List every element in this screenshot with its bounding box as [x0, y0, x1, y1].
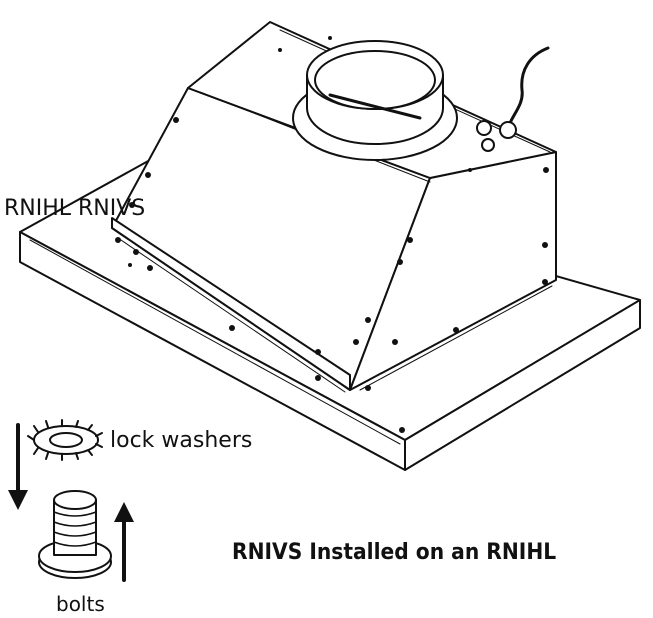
- arrow-down-icon: [8, 423, 28, 510]
- bolt-icon: [38, 490, 112, 579]
- lock-washer-icon: [27, 419, 103, 461]
- power-cord: [476, 46, 550, 152]
- model-label: RNIHL RNIVS: [4, 196, 146, 221]
- diagram-caption: RNIVS Installed on an RNIHL: [232, 540, 557, 565]
- arrow-up-icon: [114, 502, 134, 582]
- screw-holes: [115, 36, 549, 433]
- bolts-label: bolts: [56, 592, 105, 616]
- lock-washers-label: lock washers: [110, 428, 253, 453]
- duct-collar: [292, 40, 458, 161]
- insert-body: [111, 21, 557, 393]
